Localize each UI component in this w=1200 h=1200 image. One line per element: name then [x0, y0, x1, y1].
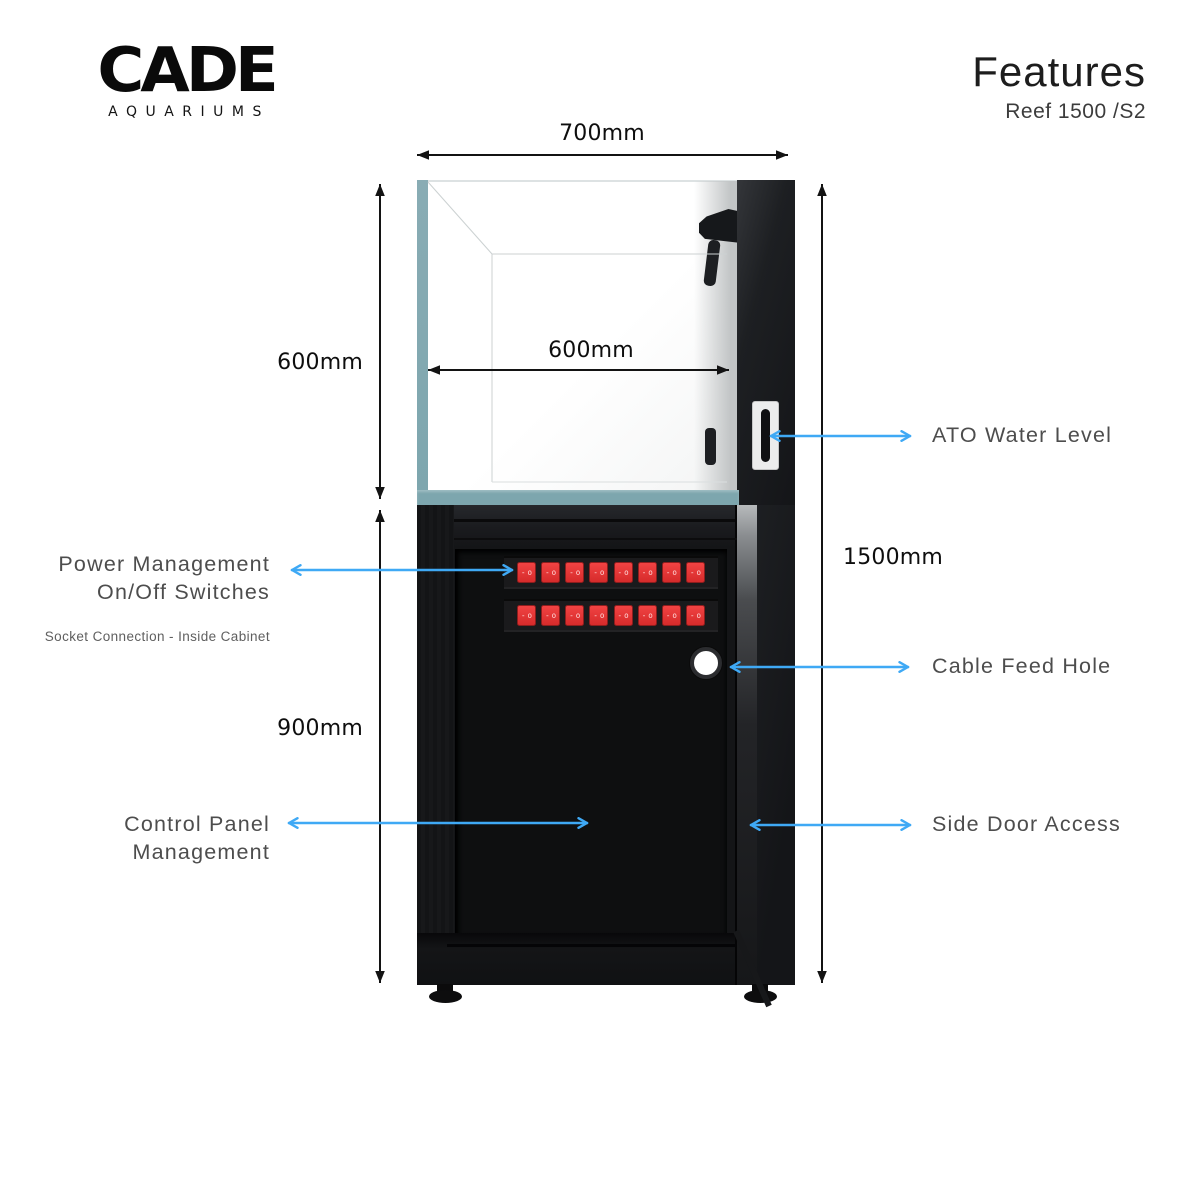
callout-power-management: Power Management On/Off Switches [38, 550, 270, 606]
ato-water-level-window [752, 401, 779, 470]
power-rocker-switch: -o [541, 562, 561, 583]
callout-power-line1: Power Management [58, 552, 270, 576]
brand-logo-subtext: AQUARIUMS [108, 104, 270, 120]
dim-label-tank-height: 600mm [277, 350, 363, 375]
power-rocker-switch: -o [613, 562, 633, 583]
cabinet-side-panel [757, 505, 795, 985]
cabinet-foot [437, 984, 453, 993]
power-switch-row-2: -o-o-o-o-o-o-o-o [504, 599, 718, 632]
cabinet-left-stile [417, 505, 454, 985]
brand-logo: CADE AQUARIUMS [56, 40, 316, 120]
ato-level-slot [761, 409, 770, 462]
cabinet-ridge [417, 519, 735, 522]
model-name: Reef 1500 /S2 [1005, 100, 1146, 123]
callout-side-door-access: Side Door Access [932, 812, 1121, 836]
dim-label-total-height: 1500mm [843, 545, 944, 570]
power-rocker-switch: -o [637, 605, 657, 626]
power-rocker-switch: -o [589, 562, 609, 583]
callout-power-line2: On/Off Switches [97, 580, 270, 604]
page-header: Features Reef 1500 /S2 [972, 48, 1146, 124]
cabinet-foot [429, 990, 462, 1003]
callout-control-line2: Management [132, 840, 270, 864]
callout-cable-feed-hole: Cable Feed Hole [932, 654, 1112, 678]
power-rocker-switch: -o [565, 562, 585, 583]
cabinet-foot [744, 990, 777, 1003]
dim-label-top-width: 700mm [559, 121, 645, 146]
overflow-pipe-detail [705, 428, 716, 465]
tank-bottom-glass [417, 490, 739, 505]
power-rocker-switch: -o [589, 605, 609, 626]
callout-control-panel: Control Panel Management [38, 810, 270, 866]
side-door-edge [737, 505, 757, 985]
power-rocker-switch: -o [541, 605, 561, 626]
callout-socket-note: Socket Connection - Inside Cabinet [44, 629, 270, 644]
cable-feed-hole [690, 647, 722, 679]
power-rocker-switch: -o [517, 605, 536, 626]
tank-left-glass [417, 180, 428, 505]
callout-ato-water-level: ATO Water Level [932, 423, 1113, 447]
cabinet-ridge [429, 538, 747, 540]
power-rocker-switch: -o [685, 605, 705, 626]
power-rocker-switch: -o [637, 562, 657, 583]
cabinet-bottom-rail [417, 933, 735, 985]
callout-control-line1: Control Panel [124, 812, 270, 836]
tank-interior [428, 181, 737, 491]
brand-logo-word: CADE [97, 35, 278, 107]
tank-top-edge [428, 180, 737, 182]
power-rocker-switch: -o [517, 562, 536, 583]
page-title: Features [972, 48, 1146, 95]
cabinet-ridge [447, 944, 765, 947]
dim-label-inner-width: 600mm [548, 338, 634, 363]
power-rocker-switch: -o [613, 605, 633, 626]
power-rocker-switch: -o [661, 605, 681, 626]
power-rocker-switch: -o [565, 605, 585, 626]
dim-label-cabinet-height: 900mm [277, 716, 363, 741]
power-switch-row-1: -o-o-o-o-o-o-o-o [504, 556, 718, 589]
cabinet-top-rail [417, 505, 735, 547]
power-rocker-switch: -o [661, 562, 681, 583]
power-rocker-switch: -o [685, 562, 705, 583]
